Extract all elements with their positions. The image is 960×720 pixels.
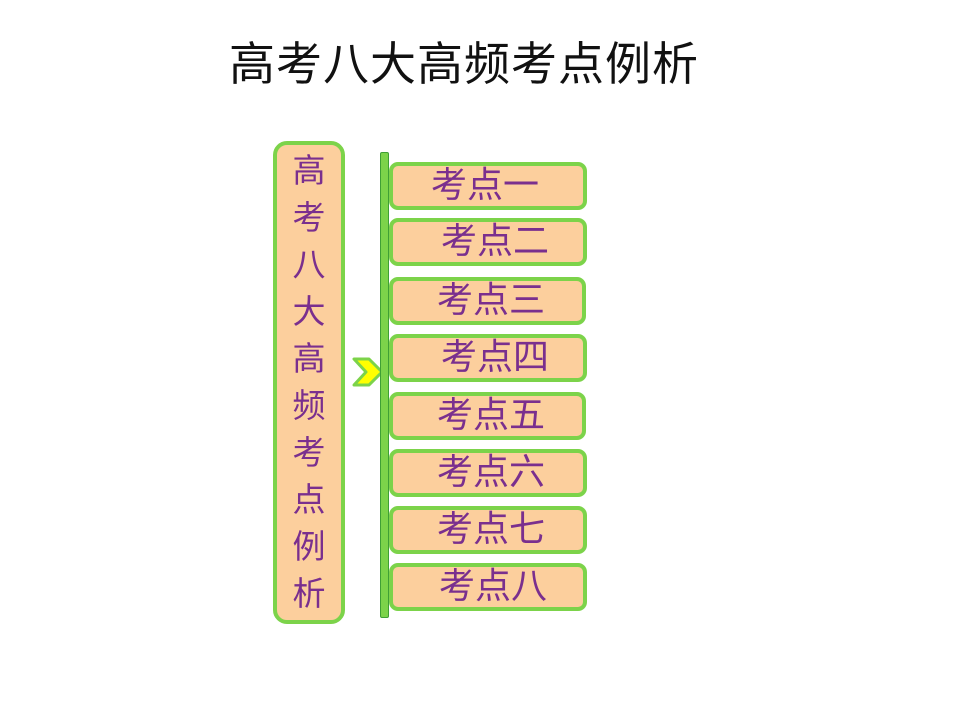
topic-char: 频 [292, 386, 326, 425]
topic-item-label: 考点二 [441, 221, 550, 262]
topic-char: 例 [292, 527, 326, 566]
topic-item-5[interactable]: 考点五 [389, 392, 586, 440]
topic-item-label: 考点八 [439, 566, 548, 607]
topic-item-4[interactable]: 考点四 [389, 334, 587, 382]
topic-item-label: 考点七 [437, 509, 546, 550]
topic-item-1[interactable]: 考点一 [389, 162, 587, 210]
topic-item-3[interactable]: 考点三 [389, 277, 586, 325]
topic-char: 点 [292, 480, 326, 519]
topic-item-7[interactable]: 考点七 [389, 506, 587, 554]
topic-char: 考 [292, 433, 326, 472]
topic-item-6[interactable]: 考点六 [389, 449, 587, 497]
bracket-bar [380, 152, 389, 618]
topic-item-label: 考点六 [437, 452, 546, 493]
topic-vertical-box: 高 考 八 大 高 频 考 点 例 析 [273, 141, 345, 624]
topic-char: 析 [292, 574, 326, 613]
topic-char: 考 [292, 198, 326, 237]
topic-item-label: 考点一 [431, 165, 540, 206]
topic-item-8[interactable]: 考点八 [389, 563, 587, 611]
topic-char: 八 [292, 245, 326, 284]
topic-char: 大 [292, 292, 326, 331]
topic-item-label: 考点四 [441, 337, 550, 378]
chevron-right-icon [352, 357, 384, 387]
topic-item-label: 考点三 [437, 280, 546, 321]
topic-char: 高 [292, 151, 326, 190]
topic-char: 高 [292, 339, 326, 378]
topic-item-2[interactable]: 考点二 [389, 218, 587, 266]
page-title: 高考八大高频考点例析 [229, 37, 699, 91]
topic-item-label: 考点五 [437, 395, 546, 436]
